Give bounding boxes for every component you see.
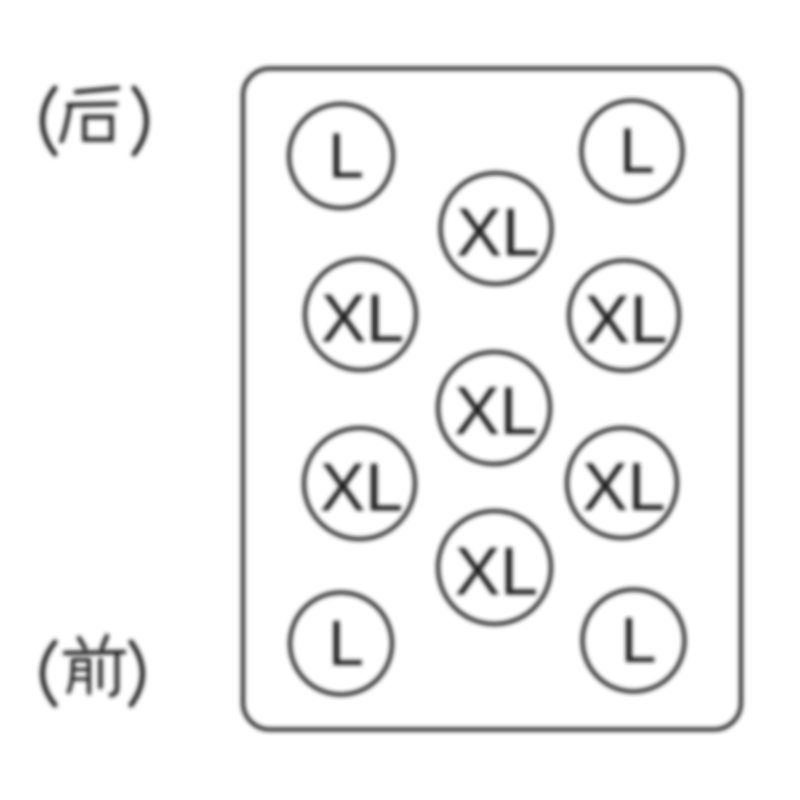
svg-text:L: L — [621, 604, 657, 676]
svg-text:XL: XL — [455, 534, 538, 610]
svg-text:XL: XL — [321, 281, 404, 357]
svg-text:XL: XL — [454, 373, 537, 449]
svg-text:XL: XL — [320, 450, 403, 526]
svg-text:L: L — [619, 115, 655, 187]
svg-text:L: L — [328, 607, 364, 679]
svg-text:XL: XL — [456, 195, 539, 271]
svg-text:XL: XL — [582, 449, 665, 525]
svg-text:L: L — [328, 120, 364, 192]
svg-text:XL: XL — [584, 282, 667, 358]
